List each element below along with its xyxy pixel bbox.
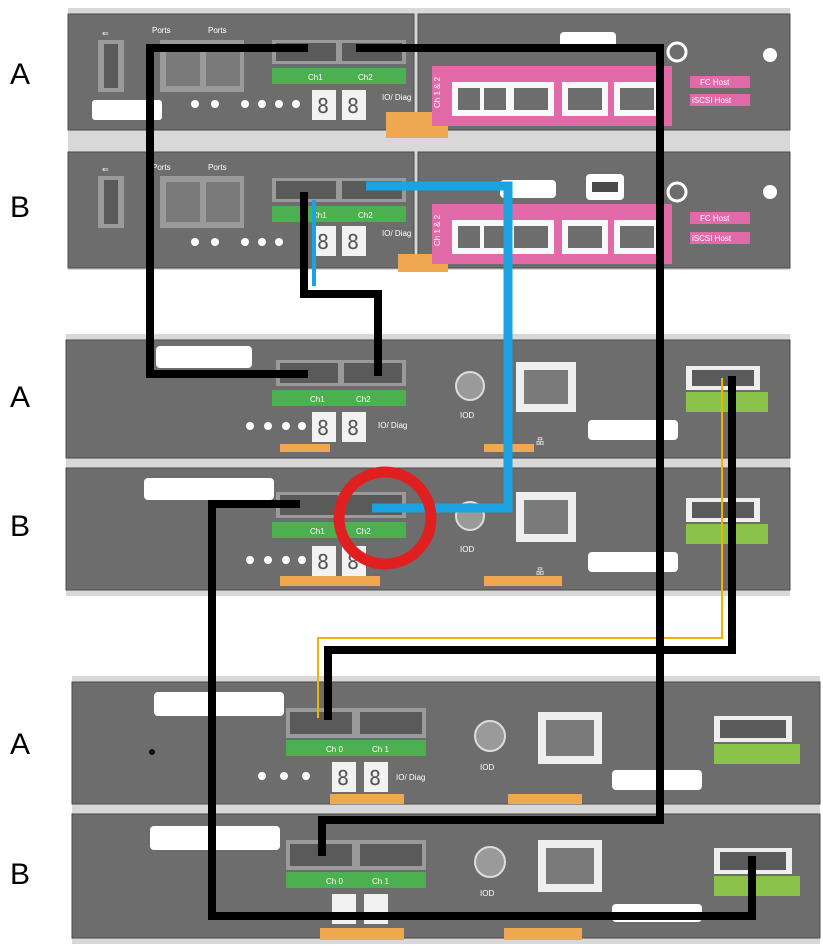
controller-a: ⇐ Ports Ports Ch1 Ch2 8 8 IO/ Diag <box>67 13 791 138</box>
ch1-label: Ch1 <box>310 395 325 404</box>
diag-label: IO/ Diag <box>382 93 411 102</box>
svg-text:8: 8 <box>337 766 349 790</box>
ports-label: Ports <box>208 26 227 35</box>
usb-icon: ⇐ <box>102 29 109 38</box>
ch0-label: Ch 0 <box>326 877 343 886</box>
svg-text:IOD: IOD <box>460 411 474 420</box>
svg-text:8: 8 <box>317 230 329 254</box>
hic-ch-label: Ch 1 & 2 <box>433 214 442 246</box>
svg-text:8: 8 <box>369 766 381 790</box>
cable-shelf1-a-to-shelf2-a <box>324 376 736 720</box>
svg-text:品: 品 <box>536 437 544 446</box>
shelf1-iom-a: Ch1 Ch2 8 8 IO/ Diag IOD 品 <box>65 339 791 459</box>
svg-text:IOD: IOD <box>460 545 474 554</box>
seven-seg-display <box>312 546 336 576</box>
sas-port-labels <box>272 68 406 84</box>
seven-seg-display <box>312 90 336 120</box>
cable-ctrl-b-to-shelf1-a <box>300 192 382 376</box>
svg-text:8: 8 <box>347 230 359 254</box>
ch1-label: Ch 1 <box>372 745 389 754</box>
ch2-label: Ch2 <box>358 73 373 82</box>
shelf1-b-label: B <box>10 510 31 543</box>
status-leds <box>191 100 300 108</box>
controller-a-label: A <box>10 58 31 91</box>
usb-icon: ⇐ <box>102 165 109 174</box>
ch1-label: Ch1 <box>310 527 325 536</box>
svg-text:IOD: IOD <box>480 763 494 772</box>
shelf2-iom-b: Ch 0 Ch 1 IOD <box>71 813 821 940</box>
svg-text:IOD: IOD <box>480 889 494 898</box>
svg-text:8: 8 <box>347 94 359 118</box>
seven-seg-display <box>332 762 356 792</box>
ports-label: Ports <box>208 163 227 172</box>
svg-text:8: 8 <box>347 416 359 440</box>
iod-port <box>474 720 506 752</box>
ch1-label: Ch1 <box>308 73 323 82</box>
ports-label: Ports <box>152 163 171 172</box>
iod-port <box>455 371 485 401</box>
svg-text:8: 8 <box>317 416 329 440</box>
shelf2-a-label: A <box>10 728 31 761</box>
highlight-circle <box>333 466 437 570</box>
cable-ctrl-a-to-shelf2-b <box>318 44 664 856</box>
shelf1-a-label: A <box>10 381 31 414</box>
cable-shelf1-b-to-shelf2-b <box>208 500 756 920</box>
ch0-label: Ch 0 <box>326 745 343 754</box>
svg-text:品: 品 <box>536 567 544 576</box>
ch2-label: Ch2 <box>358 211 373 220</box>
svg-text:8: 8 <box>317 94 329 118</box>
ch1-label: Ch1 <box>312 211 327 220</box>
seven-seg-display <box>312 412 336 442</box>
fc-host-label: FC Host <box>700 214 730 223</box>
cables <box>146 44 756 920</box>
diag-label: IO/ Diag <box>382 229 411 238</box>
drive-shelf-2: Ch 0 Ch 1 8 8 IO/ Diag IOD Ch 0 <box>71 676 821 944</box>
cable-yellow <box>317 378 723 718</box>
cable-blue-ctrl-b-to-shelf1-b <box>366 181 513 513</box>
status-leds <box>191 238 283 246</box>
diag-label: IO/ Diag <box>396 773 425 782</box>
controller-b: ⇐ Ports Ports Ch1 Ch2 8 8 IO/ Diag <box>67 151 791 272</box>
fc-host-label: FC Host <box>700 78 730 87</box>
ch2-label: Ch2 <box>356 395 371 404</box>
shelf2-iom-a: Ch 0 Ch 1 8 8 IO/ Diag IOD <box>71 681 821 805</box>
cable-ctrl-a-to-shelf1-a <box>146 44 308 378</box>
hic-ch-label: Ch 1 & 2 <box>433 76 442 108</box>
ports-label: Ports <box>152 26 171 35</box>
iscsi-host-label: iSCSI Host <box>692 234 732 243</box>
shelf2-b-label: B <box>10 858 31 891</box>
sas-port-labels <box>272 206 406 222</box>
drive-shelf-1: Ch1 Ch2 8 8 IO/ Diag IOD 品 Ch1 <box>65 334 791 596</box>
pull-tab <box>92 100 162 120</box>
ch1-label: Ch 1 <box>372 877 389 886</box>
diag-label: IO/ Diag <box>378 421 407 430</box>
svg-text:8: 8 <box>317 550 329 574</box>
ch2-label: Ch2 <box>356 527 371 536</box>
controller-b-label: B <box>10 191 31 224</box>
iscsi-host-label: iSCSI Host <box>692 96 732 105</box>
iod-port <box>474 846 506 878</box>
